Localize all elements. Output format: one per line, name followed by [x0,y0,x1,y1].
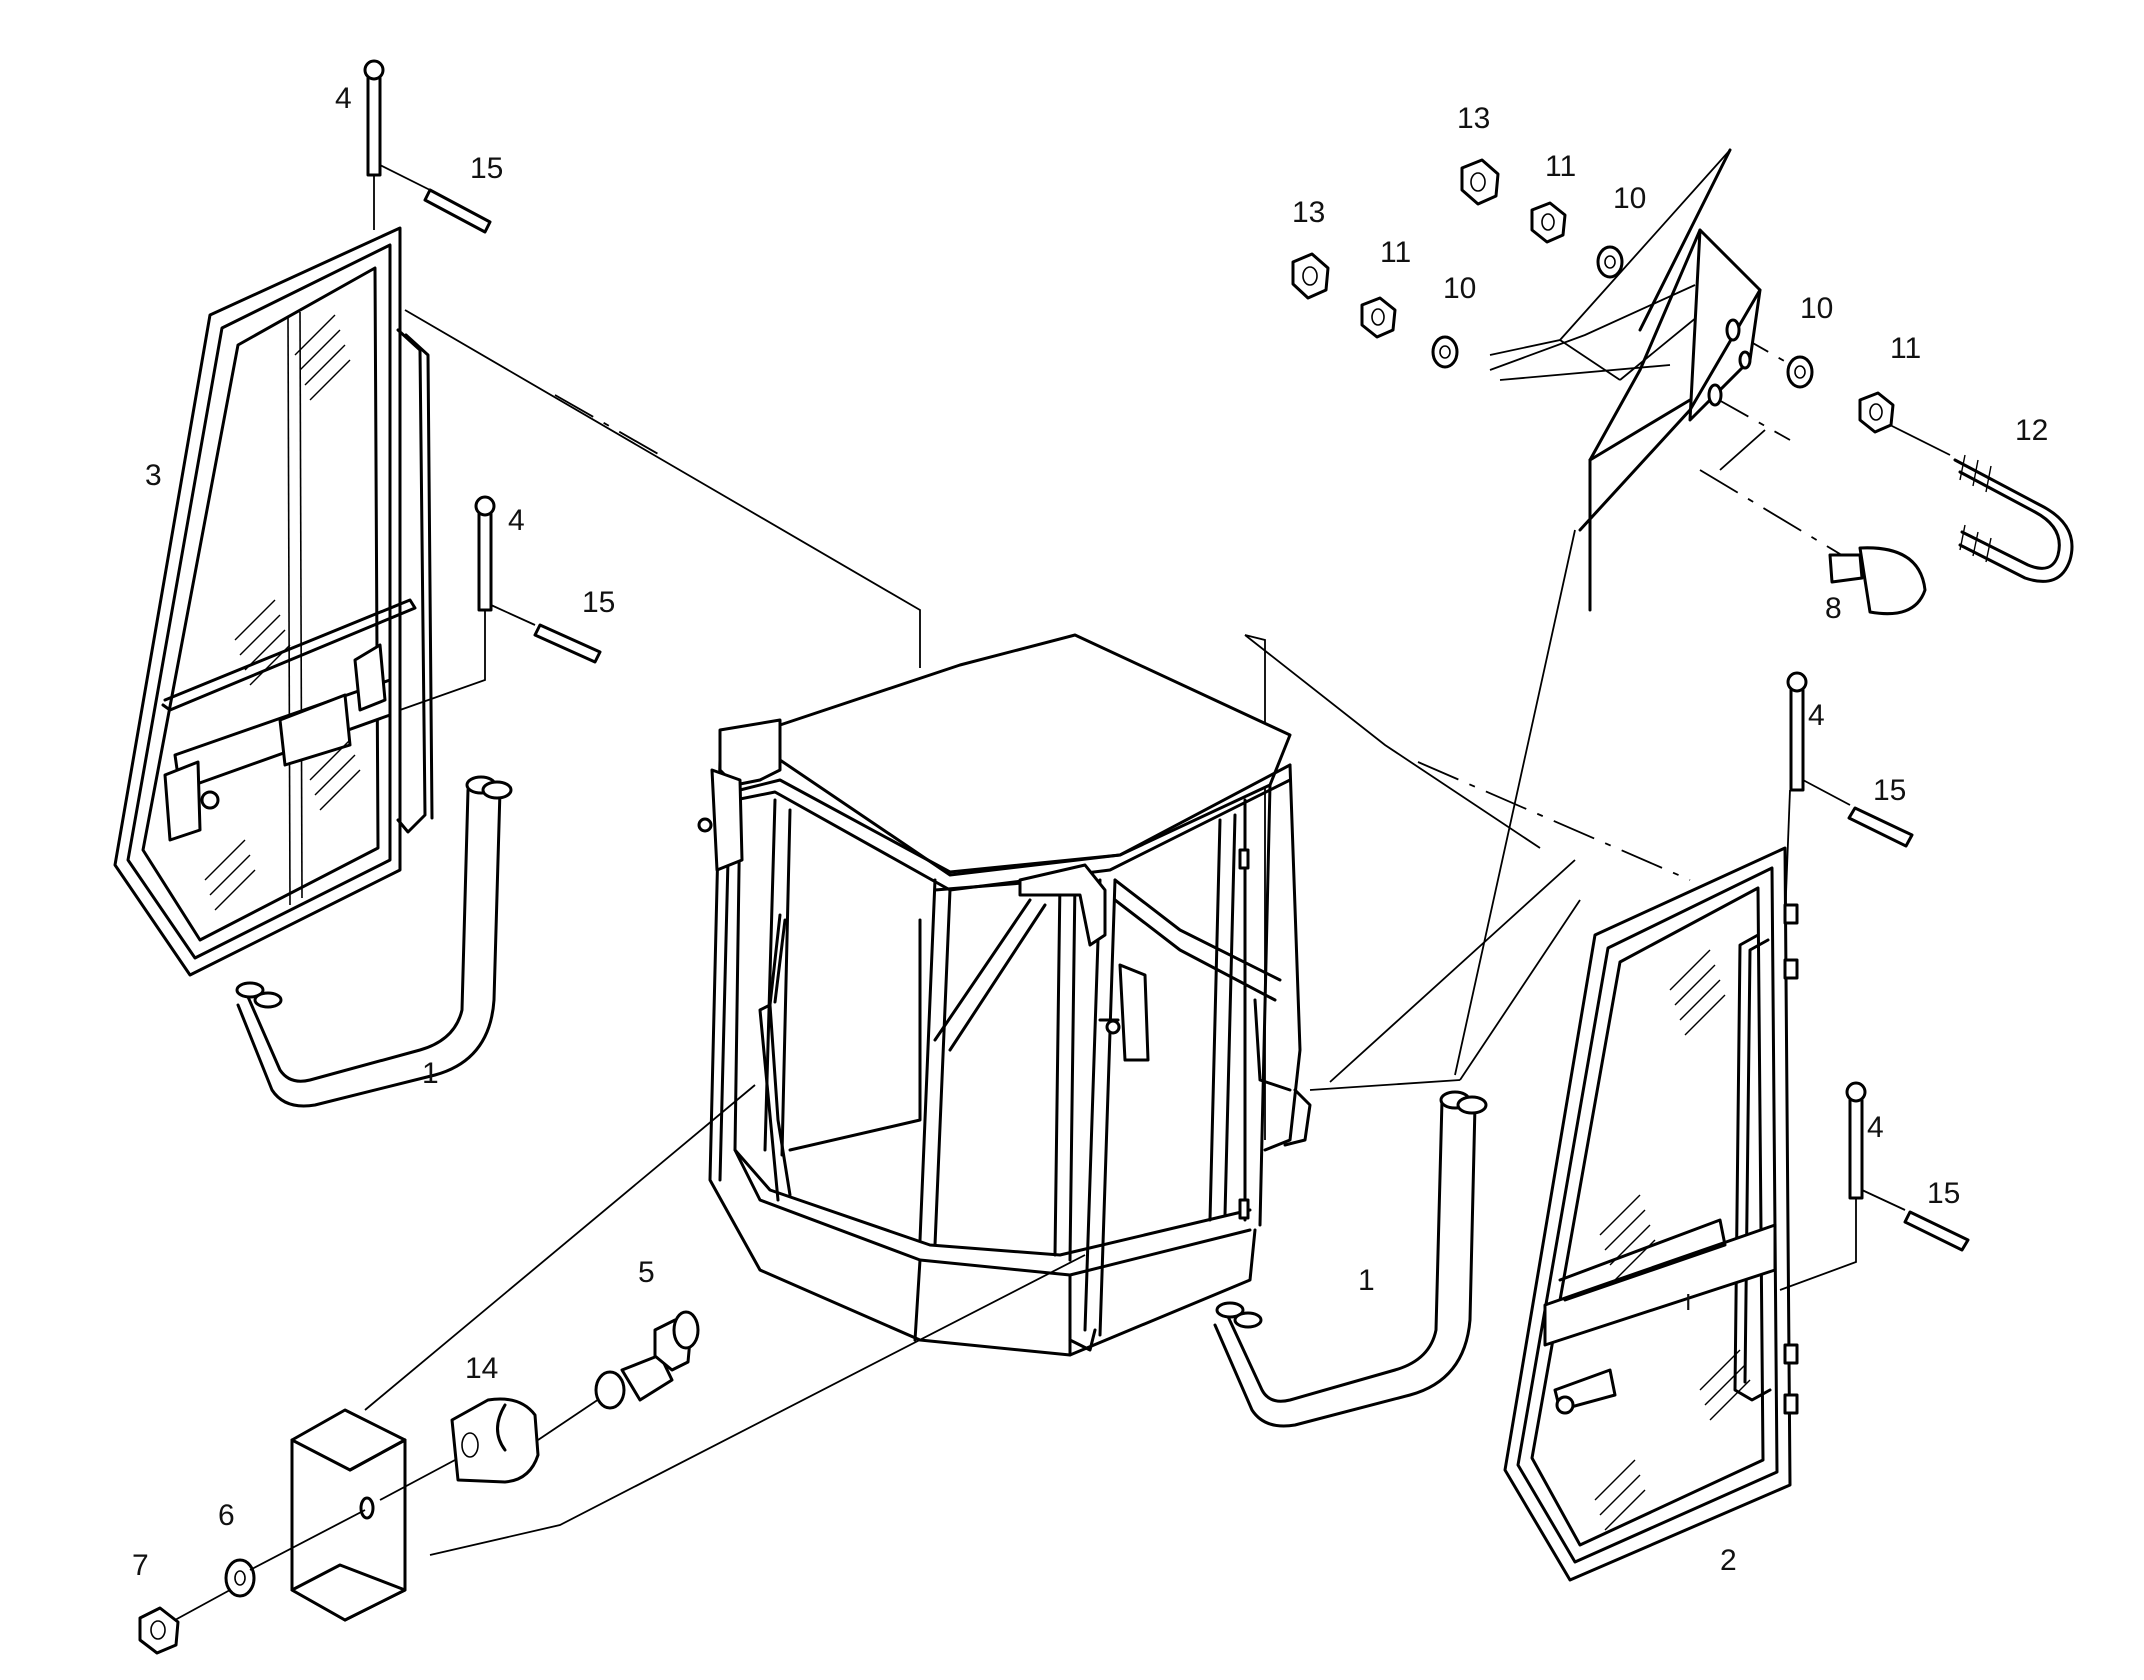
callout-11: 11 [1890,332,1921,365]
callout-10: 10 [1800,292,1833,325]
callout-13: 13 [1292,196,1325,229]
mount-bracket [1578,148,1762,612]
callout-11: 11 [1380,236,1411,269]
callout-15: 15 [1927,1177,1960,1210]
callout-7: 7 [132,1549,149,1582]
callout-1: 1 [1358,1264,1375,1297]
callout-12: 12 [2015,414,2048,447]
callout-10: 10 [1443,272,1476,305]
handrail-right [1213,1090,1488,1428]
callout-4: 4 [508,504,525,537]
callout-14: 14 [465,1352,498,1385]
callout-4: 4 [1808,699,1825,732]
callout-6: 6 [218,1499,235,1532]
callout-5: 5 [638,1256,655,1289]
callout-2: 2 [1720,1544,1737,1577]
handrail-left [235,775,513,1108]
callout-8: 8 [1825,592,1842,625]
callout-13: 13 [1457,102,1490,135]
callout-11: 11 [1545,150,1576,183]
assembly-lines [364,149,1851,1556]
callout-15: 15 [470,152,503,185]
callout-10: 10 [1613,182,1646,215]
callout-1: 1 [422,1057,439,1090]
mirror-mount-parts [138,1310,700,1655]
door-left [113,226,434,977]
callout-15: 15 [1873,774,1906,807]
callout-3: 3 [145,459,162,492]
callout-15: 15 [582,586,615,619]
callout-4: 4 [335,82,352,115]
hinge-pins [363,59,1970,1291]
cab-body [697,633,1312,1357]
door-right: Ⅰ [1503,789,1799,1582]
svg-text:Ⅰ: Ⅰ [1685,1290,1692,1315]
fasteners-top [1291,158,2074,616]
callout-labels: 4 15 3 4 15 1 13 11 10 13 11 10 10 11 12… [132,82,2048,1582]
callout-4: 4 [1867,1111,1884,1144]
